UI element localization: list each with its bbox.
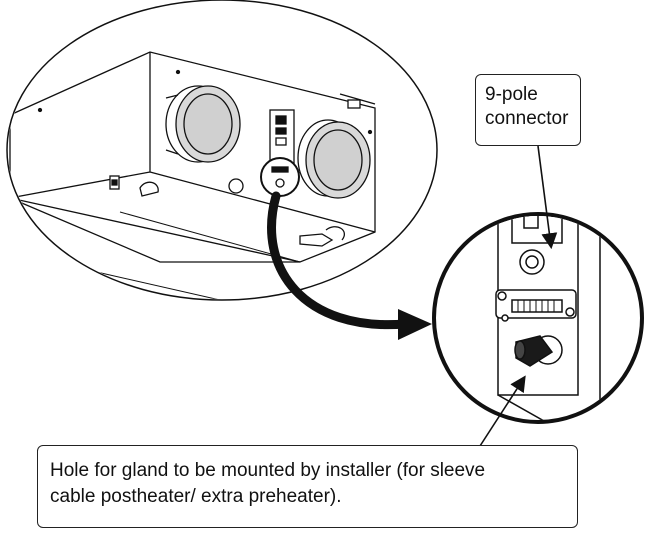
left-duct	[165, 85, 241, 163]
callout-text-line: Hole for gland to be mounted by installe…	[50, 460, 486, 481]
right-duct	[297, 119, 371, 199]
pointer-arrow-icon	[479, 375, 526, 447]
callout-text-line: cable postheater/ extra preheater).	[50, 486, 342, 507]
callout-gland-hole: Hole for gland to be mounted by installe…	[37, 445, 578, 528]
nine-pole-connector	[495, 289, 577, 322]
callout-text-line: connector	[485, 108, 569, 129]
detail-circle-view	[432, 212, 644, 424]
gland-hole	[514, 335, 563, 367]
curved-arrow-icon	[267, 191, 432, 340]
callout-9-pole-connector: 9-pole connector	[475, 74, 581, 146]
callout-text-line: 9-pole	[485, 84, 538, 105]
pointer-arrow-icon	[537, 145, 558, 250]
overview-ellipse-view	[6, 0, 438, 301]
detail-marker	[260, 157, 300, 197]
